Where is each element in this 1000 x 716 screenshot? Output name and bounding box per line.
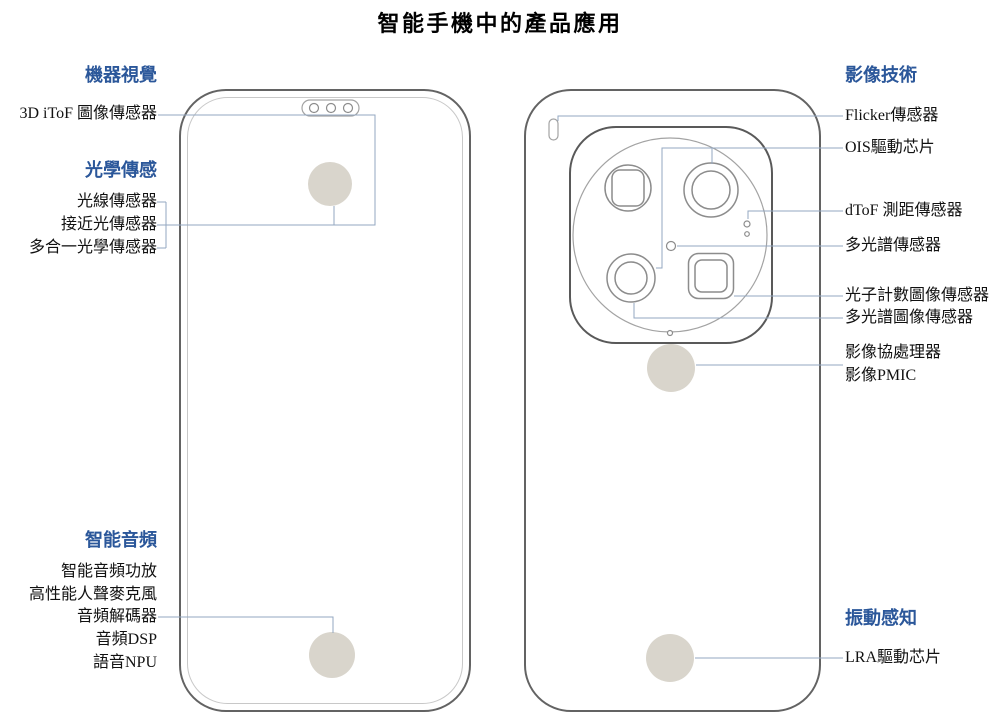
label-dtof-ranging-sensor: dToF 測距傳感器 xyxy=(845,202,963,219)
connector-dtof xyxy=(747,210,843,219)
front-sensor-hole-3 xyxy=(342,102,354,114)
label-photon-counting-image-sensor: 光子計數圖像傳感器 xyxy=(845,287,990,304)
label-multispectral-sensor: 多光譜傳感器 xyxy=(845,237,942,254)
connector-multispectral-image xyxy=(633,303,843,319)
label-ambient-light-sensor: 光線傳感器 xyxy=(76,193,157,210)
haptic-motor-spot xyxy=(646,634,694,682)
header-smart-audio: 智能音頻 xyxy=(85,530,157,550)
label-image-coprocessor: 影像協處理器 xyxy=(845,344,942,361)
front-sensor-hole-2 xyxy=(325,102,337,114)
header-vibration-sensing: 振動感知 xyxy=(845,608,917,628)
module-bottom-dot xyxy=(666,329,674,337)
camera-module xyxy=(569,126,773,344)
label-voice-microphone: 高性能人聲麥克風 xyxy=(28,586,157,603)
camera-lens-bottom-left-inner xyxy=(614,261,648,295)
label-audio-codec: 音頻解碼器 xyxy=(76,608,157,625)
under-display-sensor-spot xyxy=(308,162,352,206)
connector-3d-itof xyxy=(158,114,376,226)
label-proximity-sensor: 接近光傳感器 xyxy=(60,216,157,233)
label-smart-audio-amplifier: 智能音頻功放 xyxy=(60,563,157,580)
phone-front-body xyxy=(179,89,471,712)
connector-optical-sensors xyxy=(157,201,334,249)
header-machine-vision: 機器視覺 xyxy=(85,65,157,85)
phone-front-screen-edge xyxy=(187,97,463,704)
connector-lines xyxy=(157,114,843,659)
front-sensor-hole-1 xyxy=(308,102,320,114)
camera-lens-top-left-inner xyxy=(611,169,645,207)
connector-ois xyxy=(656,147,843,269)
label-ois-driver-chip: OIS驅動芯片 xyxy=(845,139,935,156)
label-all-in-one-optical-sensor: 多合一光學傳感器 xyxy=(28,239,157,256)
front-audio-spot xyxy=(309,632,355,678)
label-3d-itof-image-sensor: 3D iToF 圖像傳感器 xyxy=(19,105,157,122)
camera-lens-top-right-inner xyxy=(691,170,731,210)
diagram-title: 智能手機中的產品應用 xyxy=(377,11,623,36)
header-imaging-technology: 影像技術 xyxy=(845,65,917,85)
dtof-sensor-dot-1 xyxy=(743,220,751,228)
label-lra-driver-chip: LRA驅動芯片 xyxy=(845,649,942,666)
front-sensor-pill xyxy=(301,99,360,117)
multispectral-sensor-dot xyxy=(665,240,677,252)
connector-flicker xyxy=(557,115,843,121)
connector-audio xyxy=(158,616,334,633)
header-optical-sensing: 光學傳感 xyxy=(85,160,157,180)
label-image-pmic: 影像PMIC xyxy=(845,367,917,384)
camera-lens-bottom-right-inner xyxy=(694,259,728,293)
label-multispectral-image-sensor: 多光譜圖像傳感器 xyxy=(845,309,974,326)
image-coprocessor-spot xyxy=(647,344,695,392)
dtof-sensor-dot-2 xyxy=(744,231,750,237)
phone-back xyxy=(524,89,821,712)
label-voice-npu: 語音NPU xyxy=(92,654,157,671)
label-audio-dsp: 音頻DSP xyxy=(95,631,157,648)
flicker-sensor-pill xyxy=(548,118,559,141)
label-flicker-sensor: Flicker傳感器 xyxy=(845,107,939,124)
phone-front xyxy=(179,89,471,712)
